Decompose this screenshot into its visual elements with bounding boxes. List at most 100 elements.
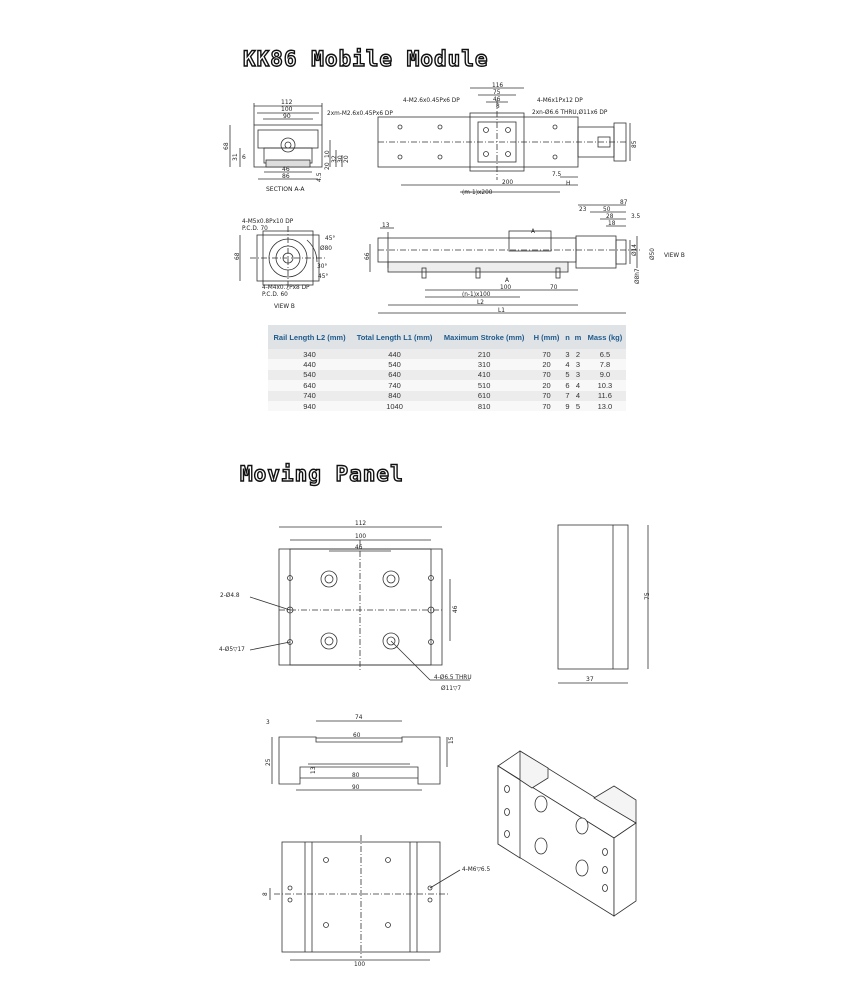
dim-32: 32	[331, 155, 338, 163]
col-n: n	[562, 325, 573, 349]
cell: 3	[562, 349, 573, 360]
dim-l1: L1	[498, 308, 505, 314]
dim-46t: 46	[493, 97, 501, 103]
panel-side-drawing	[557, 524, 649, 684]
section-mark-a-bottom: A	[505, 278, 509, 284]
cell: 440	[268, 359, 352, 370]
module-title: KK86 Mobile Module	[242, 46, 489, 71]
pnote-o65: 4-Ø6.5 THRU	[434, 674, 472, 681]
col-mass: Mass (kg)	[583, 325, 626, 349]
panel-title: Moving Panel	[239, 461, 404, 486]
dim-n-1x100: (n-1)x100	[462, 292, 491, 298]
section-aa-drawing	[229, 103, 343, 180]
dim-70: 70	[550, 285, 558, 291]
pdim-46a: 46	[355, 545, 363, 551]
dim-7-5: 7.5	[552, 172, 562, 178]
dim-30: 30	[337, 155, 344, 163]
col-h: H (mm)	[530, 325, 563, 349]
pdim-80: 80	[352, 773, 360, 779]
pnote-o5: 4-Ø5▽17	[219, 646, 245, 653]
side-view-drawing	[369, 204, 640, 314]
pdim-100: 100	[355, 534, 366, 540]
cell: 740	[351, 380, 439, 391]
cell: 810	[438, 400, 531, 412]
cell: 740	[268, 390, 352, 401]
dim-20a: 20	[324, 162, 331, 170]
dim-100s: 100	[500, 285, 511, 291]
cell: 7.8	[583, 359, 626, 370]
pdim-37: 37	[586, 676, 594, 683]
cell: 6.5	[583, 349, 626, 360]
panel-bottom-drawing	[269, 835, 461, 961]
pnote-o48: 2-Ø4.8	[220, 592, 240, 599]
view-b-label-left: VIEW B	[274, 304, 295, 310]
cell: 640	[268, 380, 352, 391]
dim-200: 200	[502, 180, 513, 186]
dim-28: 28	[606, 214, 614, 220]
cell: 70	[530, 349, 563, 360]
dim-20b: 20	[343, 155, 350, 163]
panel-front-drawing	[271, 720, 448, 791]
pdim-112: 112	[355, 521, 366, 527]
dim-68b: 68	[235, 252, 241, 260]
dim-23: 23	[579, 207, 587, 213]
dim-87: 87	[620, 200, 628, 206]
cell: 9.0	[583, 369, 626, 381]
note-m5: 4-M5x0.8Px10 DP	[242, 219, 294, 225]
dim-86: 86	[282, 173, 290, 180]
cell: 410	[438, 369, 531, 381]
section-aa-label: SECTION A-A	[266, 186, 305, 193]
cell: 2	[572, 349, 584, 360]
cell: 20	[530, 359, 563, 370]
dim-75: 75	[493, 90, 501, 96]
dim-6: 6	[242, 154, 246, 161]
dim-46: 46	[282, 166, 290, 173]
note-pcd70: P.C.D. 70	[242, 226, 268, 232]
cell: 70	[530, 369, 563, 381]
dim-8: 8	[496, 104, 500, 110]
col-max-stroke: Maximum Stroke (mm)	[438, 325, 531, 349]
view-b-label-right: VIEW B	[664, 253, 685, 259]
pdim-74: 74	[355, 715, 363, 721]
cell: 5	[562, 369, 573, 381]
pdim-90: 90	[352, 785, 360, 791]
angle-45b: 45°	[318, 274, 328, 280]
dim-85: 85	[632, 140, 638, 148]
note-m26-2xm: 2xm-M2.6x0.45Px6 DP	[327, 111, 393, 117]
dim-h: H	[566, 181, 570, 187]
dim-50: 50	[603, 207, 611, 213]
note-m6: 4-M6x1Px12 DP	[537, 98, 583, 104]
cell: 540	[268, 369, 352, 381]
pdim-60: 60	[353, 733, 361, 739]
cell: 4	[572, 390, 584, 401]
dim-3-5: 3.5	[631, 214, 641, 220]
dim-o50: Ø50	[649, 248, 656, 260]
col-rail-length: Rail Length L2 (mm)	[268, 325, 352, 349]
cell: 510	[438, 380, 531, 391]
cell: 3	[572, 359, 584, 370]
pdim-100b: 100	[354, 962, 365, 968]
pnote-m6: 4-M6▽6.5	[462, 867, 490, 873]
cell: 440	[351, 349, 439, 360]
cell: 210	[438, 349, 531, 360]
dim-m-1x200: (m-1)x200	[462, 190, 493, 196]
cell: 70	[530, 400, 563, 412]
pdim-25: 25	[266, 758, 272, 766]
panel-isometric-drawing	[497, 750, 637, 917]
cell: 840	[351, 390, 439, 401]
cell: 7	[562, 390, 573, 401]
note-m4: 4-M4x0.7Px8 DP	[262, 285, 310, 291]
angle-30: 30°	[317, 264, 327, 270]
pdim-75: 75	[644, 592, 651, 600]
dim-4-5: 4.5	[316, 172, 323, 182]
pdim-46b: 46	[453, 605, 459, 613]
pdim-15: 15	[449, 736, 455, 744]
cell: 20	[530, 380, 563, 391]
cell: 6	[562, 380, 573, 391]
cell: 310	[438, 359, 531, 370]
cell: 610	[438, 390, 531, 401]
cell: 4	[572, 380, 584, 391]
